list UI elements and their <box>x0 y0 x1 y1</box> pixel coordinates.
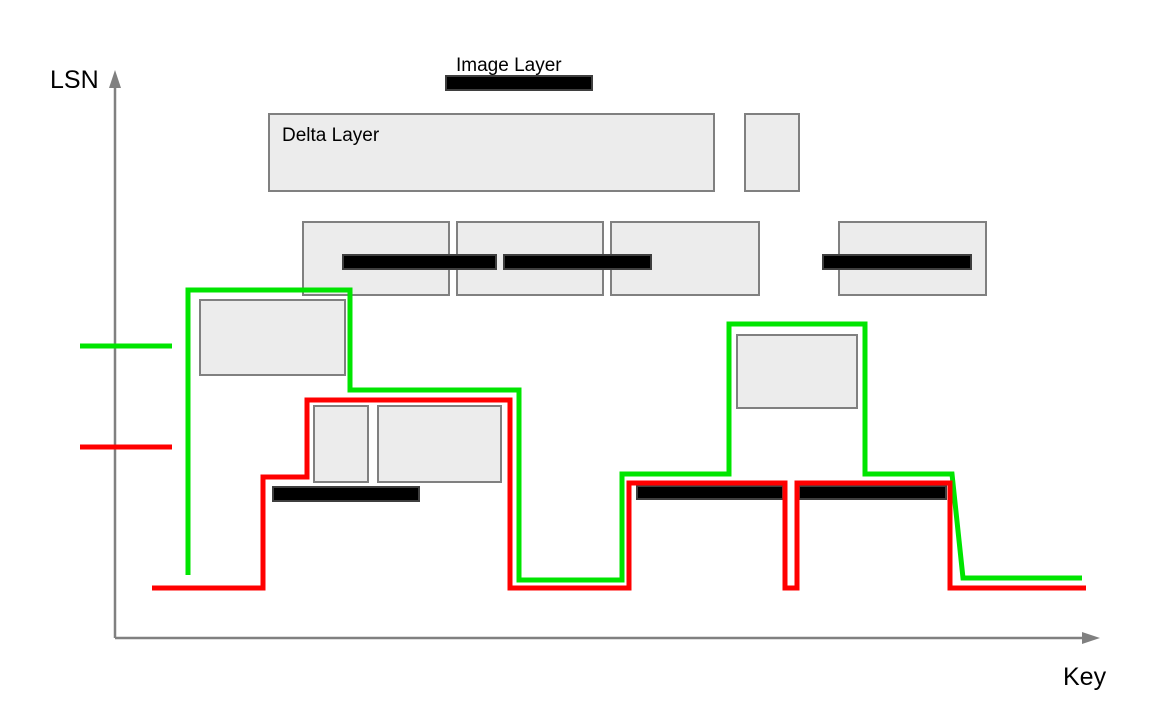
image-layer-bar <box>445 75 593 91</box>
y-axis-label: LSN <box>50 66 99 94</box>
page-bar-red-right <box>798 485 947 500</box>
page-bar-row2-left <box>342 254 497 270</box>
layer-box-green-right <box>736 334 858 409</box>
page-bar-red-left <box>272 486 420 502</box>
green-lsn-boundary <box>185 287 1082 583</box>
y-ticks-group <box>80 343 172 450</box>
layer-box-green-left <box>199 299 346 376</box>
page-bar-red-mid <box>636 485 784 500</box>
red-lsn-boundary <box>152 397 1086 591</box>
layer-box-red-wide <box>377 405 502 483</box>
x-axis-arrowhead <box>1082 632 1100 644</box>
page-bar-row2-right <box>503 254 652 270</box>
page-bar-row2-far-right <box>822 254 972 270</box>
image-layer-bars-group <box>445 75 593 91</box>
delta-layer-boxes-group: Delta Layer <box>199 113 987 483</box>
delta-layer-box-right <box>744 113 800 192</box>
y-axis-arrowhead <box>109 70 121 88</box>
axis-labels-group: LSN Key <box>50 66 1107 691</box>
lsn-series-group <box>152 287 1086 591</box>
axes-group <box>109 70 1100 644</box>
delta-layer-box-main <box>268 113 715 192</box>
image-layer-label: Image Layer <box>456 55 562 76</box>
annotation-group: Image Layer <box>456 55 562 76</box>
layer-box-red-small <box>313 405 369 483</box>
delta-layer-box-main-label: Delta Layer <box>282 125 380 146</box>
x-axis-label: Key <box>1063 663 1107 691</box>
